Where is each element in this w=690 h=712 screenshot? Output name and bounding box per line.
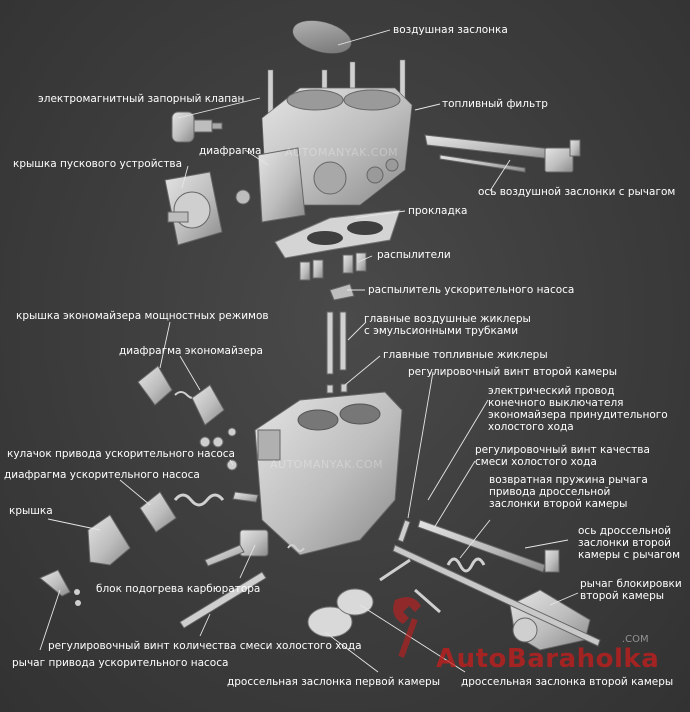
air-damper-axis-part: [424, 134, 581, 173]
watermark-top: AUTOMANYAK.COM: [285, 146, 399, 159]
main-fuel-jets-part: [326, 383, 348, 394]
label-economizer-diaphragm: диафрагма экономайзера: [119, 345, 263, 357]
label-accel-pump-lever: рычаг привода ускорительного насоса: [12, 657, 229, 669]
diaphragm-part: [257, 147, 306, 223]
label-throttle-first: дроссельная заслонка первой камеры: [227, 676, 440, 688]
label-main-air-jets: главные воздушные жиклеры с эмульсионным…: [364, 313, 531, 337]
label-air-damper-axis: ось воздушной заслонки с рычагом: [478, 186, 676, 198]
throttle-axis-long: [392, 544, 601, 647]
label-throttle-second: дроссельная заслонка второй камеры: [461, 676, 674, 688]
label-idle-quality-screw: регулировочный винт качества смеси холос…: [475, 444, 650, 468]
logo-wrench-icon: [393, 597, 421, 658]
throttle-first-part: [307, 606, 353, 638]
label-accel-pump-cam: кулачок привода ускорительного насоса: [7, 448, 235, 460]
label-solenoid-valve: электромагнитный запорный клапан: [38, 93, 245, 105]
throttle-axis-second-part: [417, 519, 560, 573]
label-starter-cover: крышка пускового устройства: [13, 158, 183, 170]
label-accel-pump-diaphragm: диафрагма ускорительного насоса: [4, 469, 200, 481]
economizer-cover-part: [137, 365, 173, 406]
accel-pump-atomizer-part: [329, 283, 355, 301]
label-idle-quantity-screw: регулировочный винт количества смеси хол…: [48, 640, 362, 652]
starter-cover-part: [164, 171, 223, 246]
label-second-chamber-screw: регулировочный винт второй камеры: [408, 366, 618, 378]
label-second-chamber-lock-lever: рычаг блокировки второй камеры: [580, 578, 682, 602]
label-fuel-filter: топливный фильтр: [442, 98, 548, 110]
watermark-middle: AUTOMANYAK.COM: [270, 458, 384, 471]
small-fittings: [199, 427, 238, 471]
economizer-diaphragm-part: [191, 384, 225, 426]
return-spring-part: [446, 557, 486, 573]
label-heating-block: блок подогрева карбюратора: [96, 583, 261, 595]
idle-quantity-screw-part: [179, 571, 267, 629]
lid-part: [87, 514, 131, 566]
label-economizer-cover: крышка экономайзера мощностных режимов: [16, 310, 269, 322]
logo-domain: .COM: [622, 634, 649, 645]
label-accel-pump-atomizer: распылитель ускорительного насоса: [368, 284, 575, 296]
label-lid: крышка: [9, 505, 53, 517]
second-chamber-screw-part: [397, 519, 411, 543]
main-air-jets-part: [326, 311, 347, 375]
label-electric-wire: электрический провод конечного выключате…: [488, 385, 668, 433]
accel-pump-diaphragm-part: [139, 491, 177, 533]
label-diaphragm: диафрагма: [199, 145, 262, 157]
label-throttle-axis-second: ось дроссельной заслонки второй камеры с…: [578, 525, 681, 561]
label-atomizers: распылители: [377, 249, 451, 261]
label-gasket: прокладка: [408, 205, 468, 217]
accel-pump-lever-part: [39, 569, 71, 597]
air-damper-part: [292, 20, 352, 54]
leader-lines: [39, 29, 579, 673]
heating-block-part: [204, 491, 305, 567]
site-logo: AutoBaraholka .COM: [400, 634, 690, 700]
carburetor-body-part: [254, 391, 403, 556]
label-air-damper: воздушная заслонка: [393, 24, 508, 36]
label-main-fuel-jets: главные топливные жиклеры: [383, 349, 548, 361]
accel-pump-spring-part: [173, 493, 225, 507]
solenoid-valve-part: [171, 111, 223, 143]
throttle-second-part: [336, 588, 374, 616]
logo-text: AutoBaraholka: [436, 644, 660, 674]
atomizers-part: [299, 252, 367, 281]
label-return-spring: возвратная пружина рычага привода дроссе…: [489, 474, 648, 510]
